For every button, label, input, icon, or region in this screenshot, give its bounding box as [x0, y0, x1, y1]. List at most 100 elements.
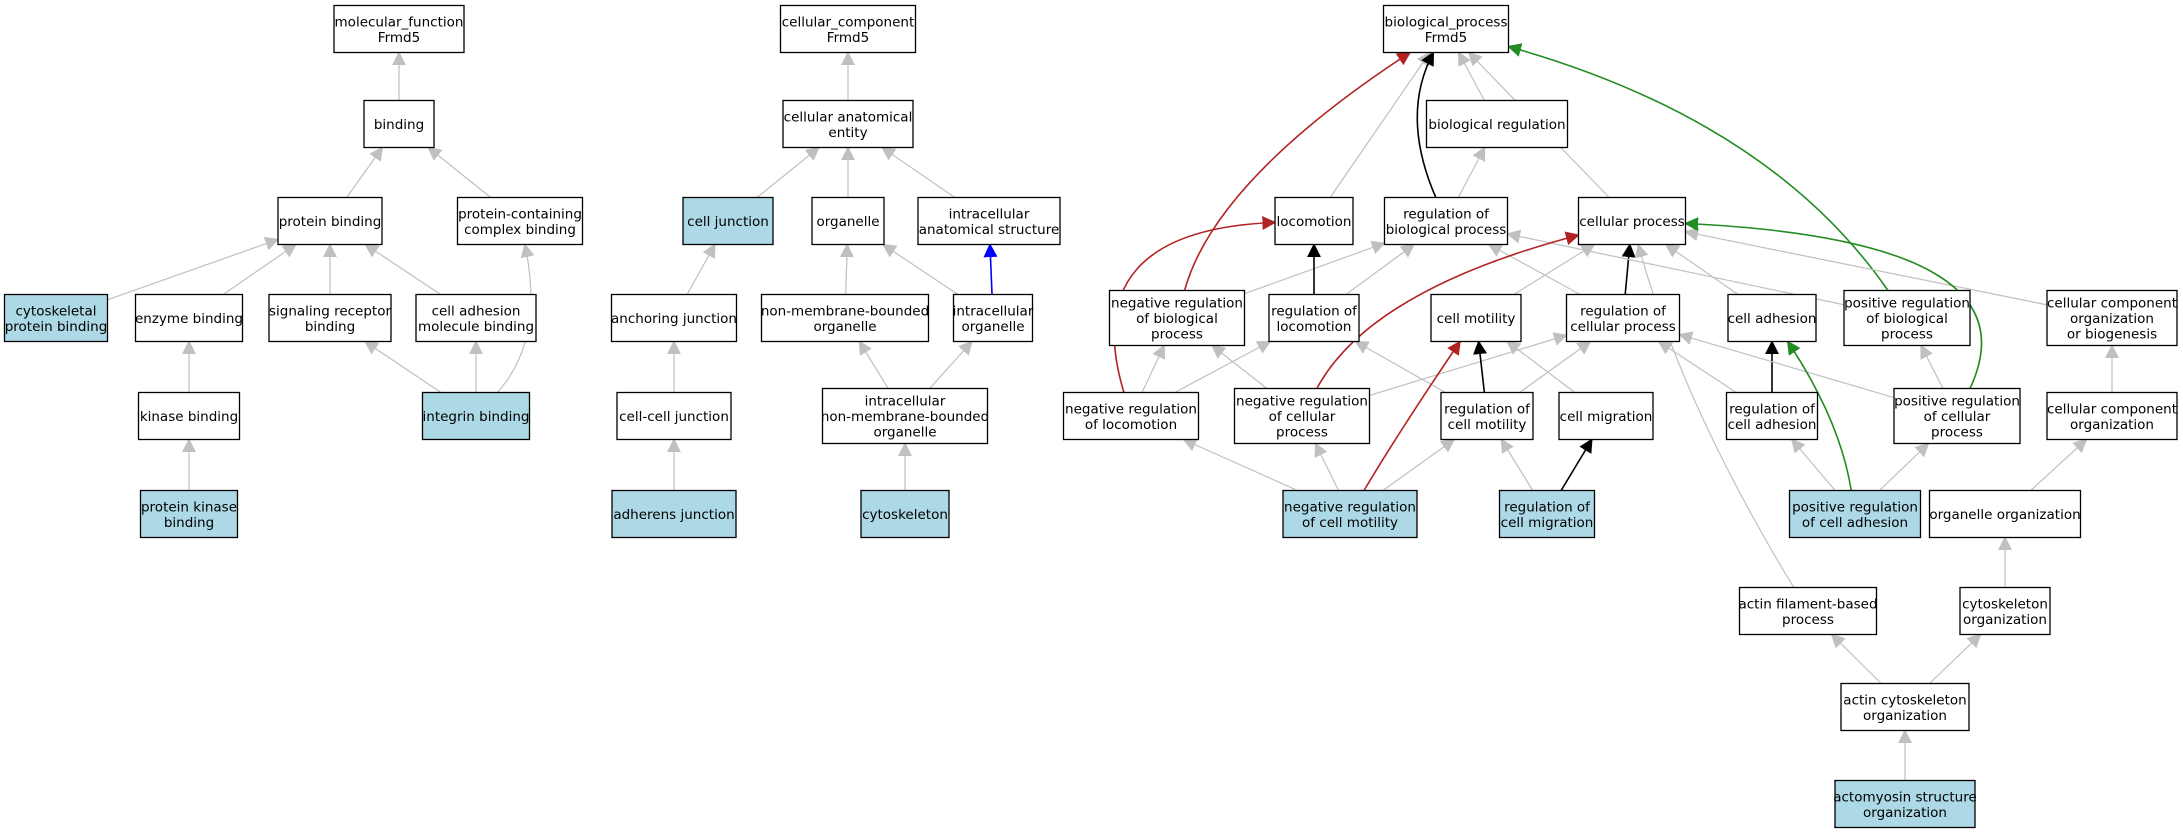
- edge-regulates: [1621, 243, 1636, 295]
- edge-is-a: [1634, 243, 1795, 588]
- term-label-line: process: [1151, 327, 1203, 343]
- term-box: [421, 391, 531, 441]
- edge-layer: [107, 43, 2119, 781]
- term-label-line: cell motility: [1448, 417, 1527, 433]
- edge-is-a: [1182, 438, 1298, 492]
- term-box: [1282, 489, 1418, 539]
- term-box: [363, 99, 435, 149]
- term-node-kinase-binding[interactable]: kinase binding: [137, 391, 241, 441]
- term-node-locomotion[interactable]: locomotion: [1274, 196, 1354, 246]
- term-node-cellular-process[interactable]: cellular process: [1577, 196, 1687, 246]
- term-label-line: molecule binding: [418, 319, 534, 335]
- term-node-integrin-binding[interactable]: integrin binding: [421, 391, 531, 441]
- term-label-line: negative regulation: [1236, 394, 1368, 410]
- term-label-line: regulation of: [1504, 499, 1591, 515]
- term-node-cell-migration[interactable]: cell migration: [1558, 391, 1654, 441]
- term-node-protein-binding[interactable]: protein binding: [277, 196, 383, 246]
- term-node-adherens-junction[interactable]: adherens junction: [611, 489, 737, 539]
- term-label-line: cell migration: [1501, 515, 1594, 531]
- term-node-cell-motility[interactable]: cell motility: [1430, 293, 1522, 343]
- term-label-line: binding: [374, 117, 424, 133]
- term-node-cell-junction[interactable]: cell junction: [682, 196, 774, 246]
- term-node-anchoring-junction[interactable]: anchoring junction: [610, 293, 738, 343]
- edge-regulates: [1473, 340, 1488, 393]
- term-box: [1274, 196, 1354, 246]
- term-label-line: intracellular: [949, 206, 1030, 222]
- term-node-cytoskeleton[interactable]: cytoskeleton: [860, 489, 950, 539]
- edge-is-a: [1929, 633, 1982, 684]
- term-box: [611, 489, 737, 539]
- term-label-line: intracellular: [865, 394, 946, 410]
- edge-is-a: [881, 243, 959, 295]
- term-node-cell-adhesion[interactable]: cell adhesion: [1727, 293, 1817, 343]
- term-box: [1725, 391, 1819, 441]
- term-label-line: organelle: [961, 319, 1024, 335]
- term-box: [456, 196, 584, 246]
- term-label-line: cellular process: [1570, 319, 1676, 335]
- term-box: [952, 293, 1034, 343]
- term-label-line: organization: [1863, 708, 1947, 724]
- term-box: [1565, 293, 1681, 343]
- term-node-cell-cell-junction[interactable]: cell-cell junction: [616, 391, 732, 441]
- term-label-line: kinase binding: [140, 409, 238, 425]
- term-node-intracellular-nmbo[interactable]: intracellularnon-membrane-boundedorganel…: [821, 387, 989, 445]
- term-box: [1268, 293, 1360, 343]
- term-node-enzyme-binding[interactable]: enzyme binding: [134, 293, 244, 343]
- edge-negatively-regulates: [1183, 51, 1412, 291]
- term-label-line: entity: [828, 125, 867, 141]
- term-node-organelle-organization[interactable]: organelle organization: [1928, 489, 2082, 539]
- term-node-biological-regulation[interactable]: biological regulation: [1425, 99, 1569, 149]
- edge-regulates: [1560, 438, 1593, 491]
- term-box: [2046, 289, 2178, 347]
- term-label-line: of locomotion: [1085, 417, 1177, 433]
- term-node-organelle[interactable]: organelle: [811, 196, 885, 246]
- edge-is-a: [1506, 229, 1845, 306]
- edge-is-a: [1790, 438, 1836, 491]
- term-box: [1440, 391, 1534, 441]
- term-box: [1738, 586, 1878, 636]
- term-label-line: regulation of: [1580, 303, 1667, 319]
- term-node-binding[interactable]: binding: [363, 99, 435, 149]
- term-label-line: cell adhesion: [1728, 311, 1817, 327]
- edge-is-a: [1684, 227, 2048, 306]
- term-label-line: organization: [1963, 612, 2047, 628]
- term-box: [616, 391, 732, 441]
- edge-negatively-regulates: [1363, 340, 1461, 491]
- term-box: [1430, 293, 1522, 343]
- term-label-line: integrin binding: [423, 409, 530, 425]
- edge-is-a: [1506, 340, 1576, 393]
- term-box: [1382, 4, 1510, 54]
